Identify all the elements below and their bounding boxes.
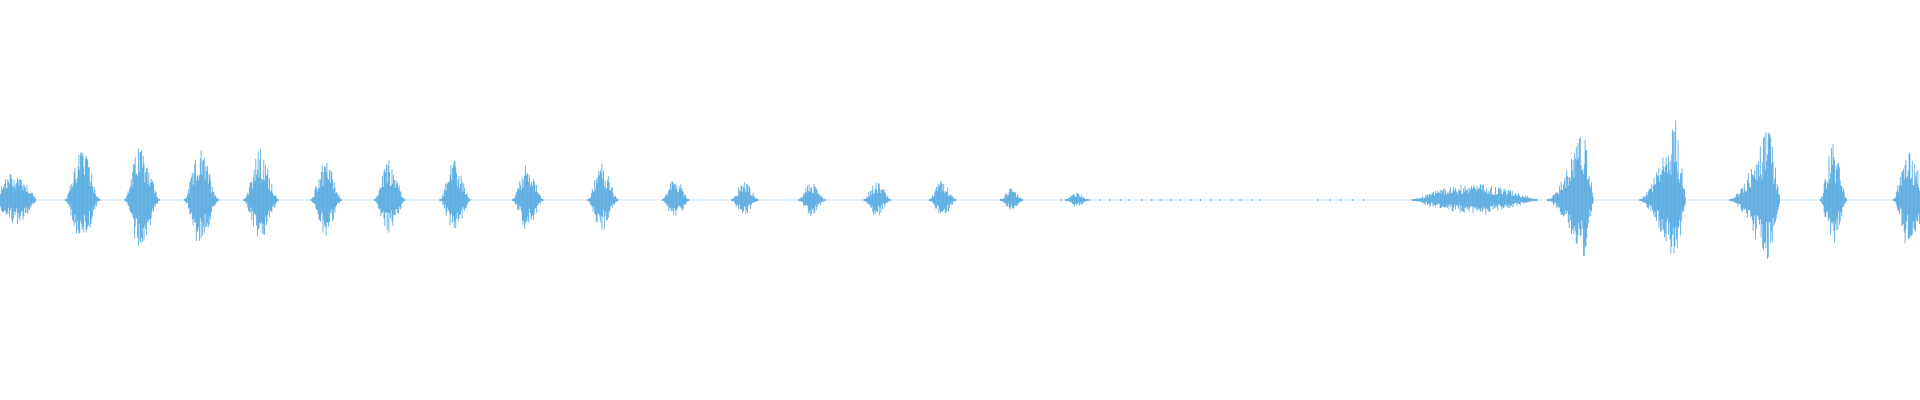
- waveform-segment: [64, 151, 101, 234]
- waveform-sample: [1317, 199, 1319, 201]
- waveform-segment: [183, 150, 220, 241]
- waveform-segment: [661, 181, 690, 216]
- waveform-segment: [1317, 199, 1364, 201]
- waveform-sample: [1099, 199, 1101, 201]
- waveform-sample: [1231, 199, 1233, 201]
- waveform-segment: [928, 181, 957, 214]
- waveform-sample: [1159, 199, 1161, 201]
- waveform-segment: [999, 188, 1024, 210]
- waveform-segment: [1639, 120, 1686, 254]
- waveform-segment: [1547, 136, 1594, 257]
- waveform-segment: [373, 160, 406, 233]
- waveform-segment: [310, 162, 342, 236]
- waveform-sample: [1180, 199, 1181, 201]
- waveform-sample: [1251, 199, 1253, 201]
- waveform-sample: [1190, 199, 1192, 201]
- waveform-segment: [512, 165, 544, 230]
- waveform-segment: [731, 182, 759, 215]
- waveform-sample: [1352, 199, 1354, 201]
- waveform-sample: [1089, 199, 1091, 201]
- waveform-segment: [1819, 144, 1848, 243]
- waveform-segment: [439, 160, 471, 229]
- waveform-sample: [1329, 199, 1331, 201]
- waveform-sample: [1128, 199, 1130, 201]
- waveform-segment: [863, 182, 891, 216]
- waveform-sample: [1120, 199, 1122, 201]
- waveform-segment: [243, 148, 279, 237]
- waveform-segment: [1060, 199, 1261, 201]
- waveform-segment: [1411, 184, 1538, 215]
- waveform-sample: [1200, 199, 1201, 201]
- waveform-sample: [1363, 199, 1364, 201]
- waveform-segment: [1065, 193, 1089, 207]
- waveform-segment: [587, 164, 619, 230]
- waveform-sample: [1070, 199, 1072, 201]
- waveform-bars: [0, 120, 1920, 259]
- waveform-sample: [1239, 199, 1241, 201]
- waveform-segment: [1892, 152, 1920, 244]
- waveform-segment: [1729, 132, 1780, 259]
- waveform-segment: [798, 184, 826, 217]
- waveform-sample: [1141, 199, 1143, 201]
- waveform-sample: [1060, 199, 1062, 201]
- waveform-sample: [1340, 199, 1342, 201]
- waveform-segment: [0, 174, 37, 224]
- waveform-sample: [1109, 199, 1111, 201]
- waveform-sample: [1170, 199, 1172, 201]
- waveform-sample: [1151, 199, 1153, 201]
- waveform-sample: [1080, 199, 1081, 201]
- waveform-sample: [1259, 199, 1261, 201]
- waveform-sample: [1210, 199, 1212, 201]
- waveform-segment: [124, 148, 160, 246]
- waveform-sample: [1219, 199, 1221, 201]
